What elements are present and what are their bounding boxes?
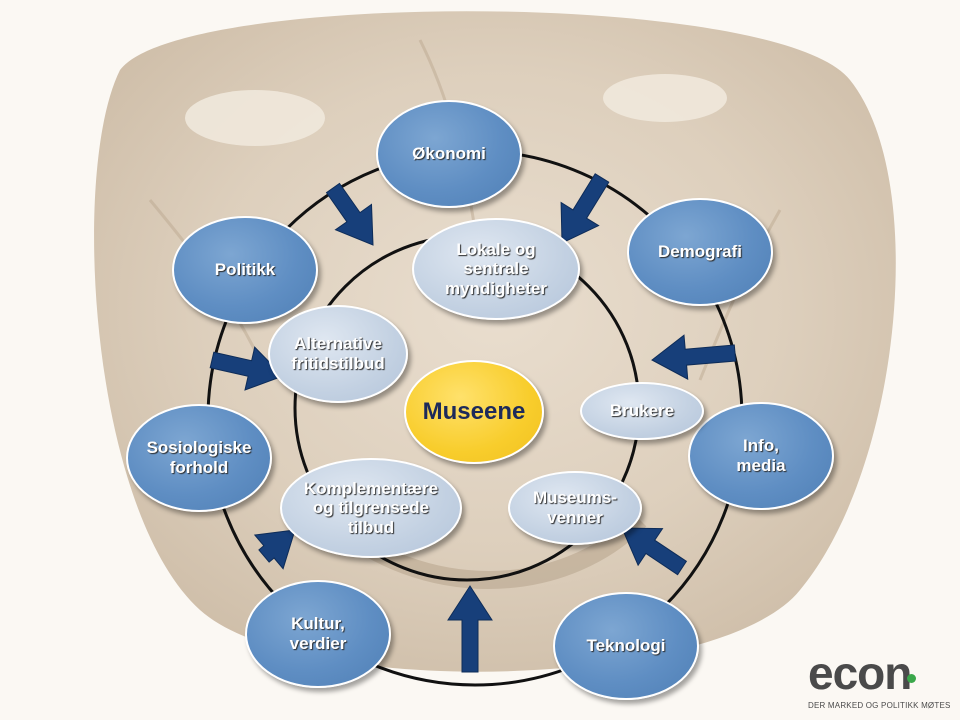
inner-node-lokale-sentrale-myndigheter: Lokale og sentrale myndigheter [412,218,580,320]
logo-wordmark: econ [808,647,912,699]
arrow-okonomi-to-inner [325,182,374,246]
logo-tagline: DER MARKED OG POLITIKK MØTES [808,701,951,710]
arrow-teknologi-to-museumsvenner [621,527,688,576]
logo-green-dot [907,674,916,683]
inner-node-alternative-fritidstilbud: Alternative fritidstilbud [268,305,408,403]
inner-node-brukere: Brukere [580,382,704,440]
outer-node-demografi: Demografi [627,198,773,306]
inner-node-museumsvenner: Museums- venner [508,471,642,545]
inner-node-komplementaere-tilbud: Komplementære og tilgrensede tilbud [280,458,462,558]
center-node-museene: Museene [404,360,544,464]
arrow-teknologi-to-center [447,585,493,673]
outer-node-teknologi: Teknologi [553,592,699,700]
arrow-info-to-brukere [651,334,737,380]
econ-logo: econ DER MARKED OG POLITIKK MØTES [808,647,954,714]
arrow-okonomi-to-myndigheter [560,173,610,244]
outer-node-info-media: Info, media [688,402,834,510]
outer-node-politikk: Politikk [172,216,318,324]
outer-node-kultur-verdier: Kultur, verdier [245,580,391,688]
outer-node-sosiologiske-forhold: Sosiologiske forhold [126,404,272,512]
arrow-kultur-to-komplementaere [253,529,296,570]
outer-node-okonomi: Økonomi [376,100,522,208]
